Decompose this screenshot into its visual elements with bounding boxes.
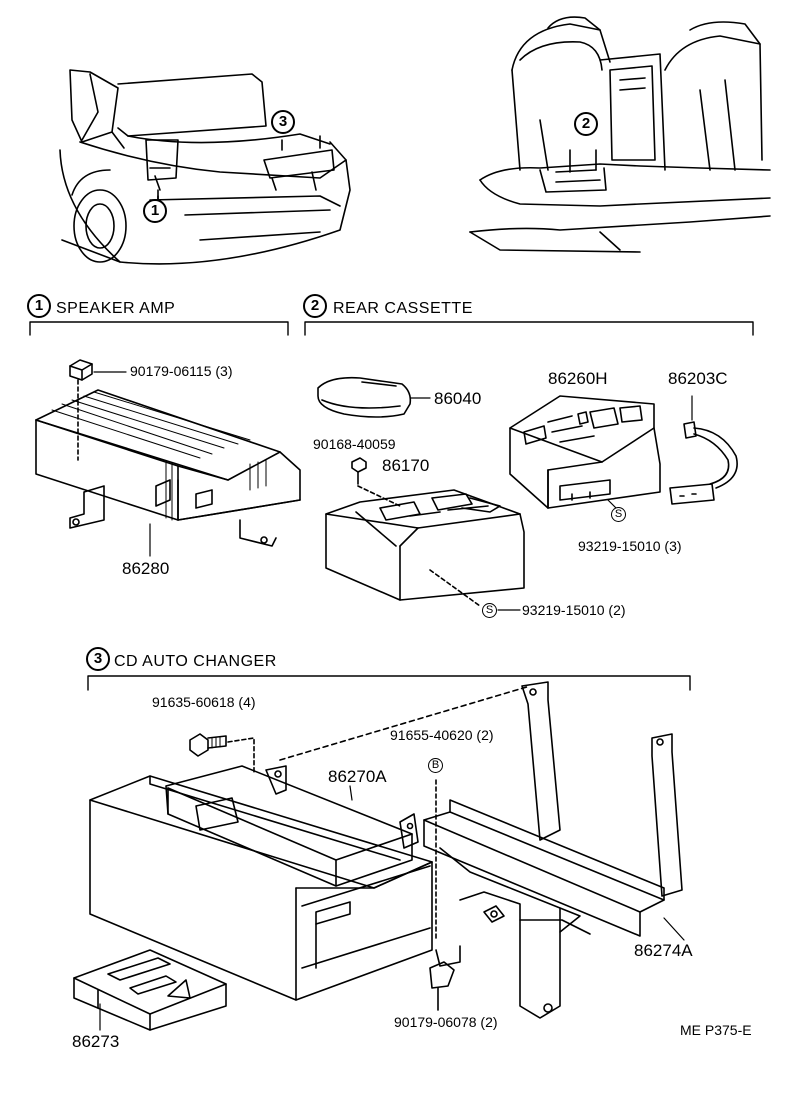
part-86273: 86273 — [72, 1032, 120, 1051]
section-2-number: 2 — [303, 294, 327, 318]
part-86260H: 86260H — [548, 369, 608, 388]
speaker-amp-illustration — [35, 359, 301, 557]
s-mark-1: S — [611, 507, 626, 522]
part-86274A: 86274A — [634, 941, 693, 960]
part-86170: 86170 — [382, 456, 430, 475]
cd-changer-illustration — [73, 681, 685, 1031]
part-93219-15010-2: 93219-15010 (2) — [522, 602, 626, 618]
part-86280: 86280 — [122, 559, 170, 578]
overview-marker-3: 3 — [271, 110, 295, 134]
section-3-number: 3 — [86, 647, 110, 671]
rear-seat-illustration — [469, 16, 771, 253]
section-1-number: 1 — [27, 294, 51, 318]
part-90168-40059: 90168-40059 — [313, 436, 396, 452]
part-86270A: 86270A — [328, 767, 387, 786]
section-1-title: SPEAKER AMP — [56, 300, 176, 317]
car-trunk-illustration — [59, 69, 351, 265]
part-91635-60618: 91635-60618 (4) — [152, 694, 256, 710]
part-90179-06115: 90179-06115 (3) — [130, 363, 233, 379]
part-86203C: 86203C — [668, 369, 728, 388]
section-brackets — [29, 321, 754, 691]
section-3-title: CD AUTO CHANGER — [114, 653, 277, 670]
part-93219-15010-3: 93219-15010 (3) — [578, 538, 682, 554]
overview-marker-1: 1 — [143, 199, 167, 223]
rear-cassette-illustration — [317, 376, 738, 611]
page-code: ME P375-E — [680, 1022, 752, 1038]
s-mark-2: S — [482, 603, 497, 618]
part-86040: 86040 — [434, 389, 482, 408]
b-mark: B — [428, 758, 443, 773]
part-91655-40620: 91655-40620 (2) — [390, 727, 494, 743]
part-90179-06078: 90179-06078 (2) — [394, 1014, 498, 1030]
section-2-title: REAR CASSETTE — [333, 300, 473, 317]
overview-marker-2: 2 — [574, 112, 598, 136]
